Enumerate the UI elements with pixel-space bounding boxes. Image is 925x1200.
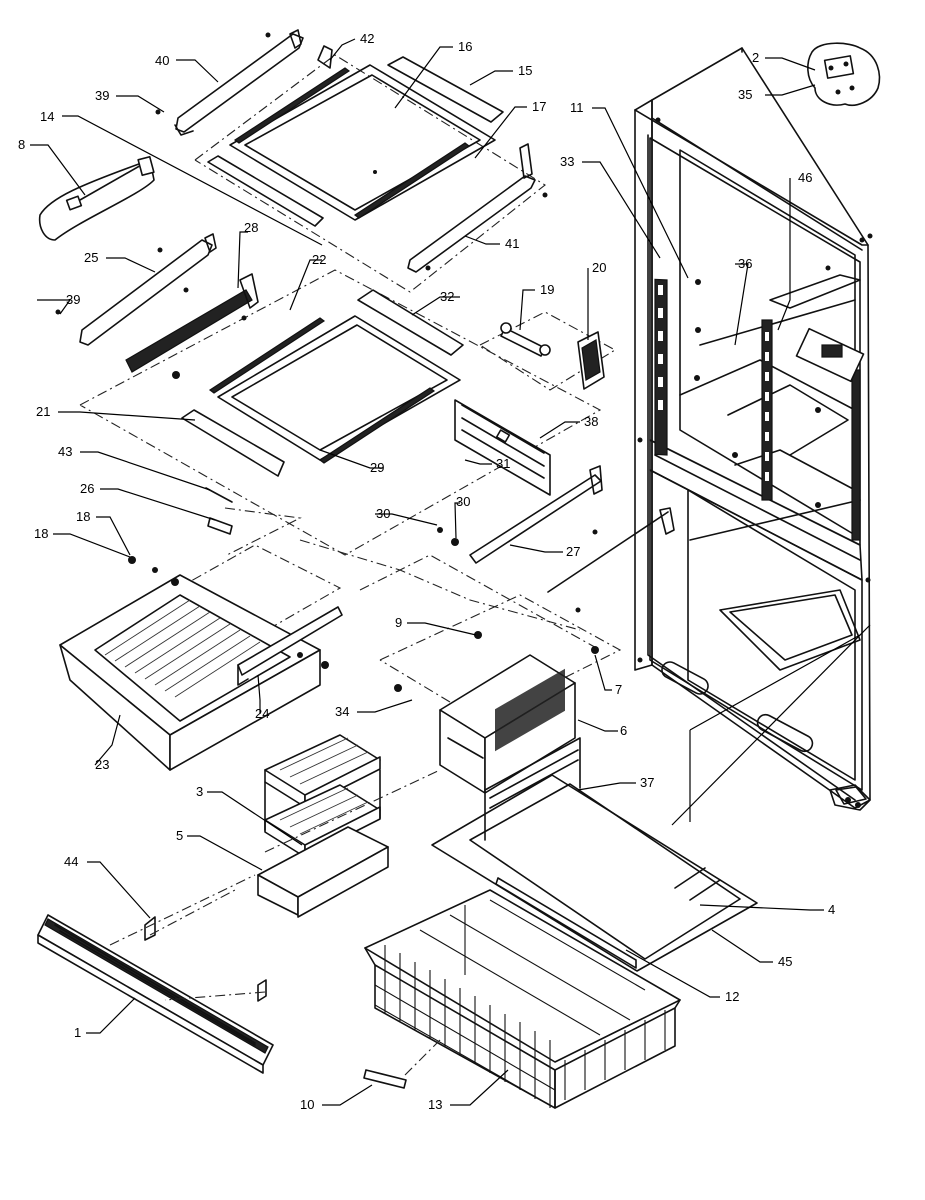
- callout-3: 3: [196, 784, 203, 799]
- callout-34: 34: [335, 704, 349, 719]
- callout-13: 13: [428, 1097, 442, 1112]
- callout-25: 25: [84, 250, 98, 265]
- callout-31: 31: [496, 456, 510, 471]
- callout-7: 7: [615, 682, 622, 697]
- callout-26: 26: [80, 481, 94, 496]
- callout-45: 45: [778, 954, 792, 969]
- callout-23: 23: [95, 757, 109, 772]
- callout-21: 21: [36, 404, 50, 419]
- callout-36: 36: [738, 256, 752, 271]
- callout-14: 14: [40, 109, 54, 124]
- callout-9: 9: [395, 615, 402, 630]
- callout-18-left: 18: [34, 526, 48, 541]
- callout-33: 33: [560, 154, 574, 169]
- part-13-wire-basket: [364, 889, 681, 1109]
- callout-30-left: 18: [76, 509, 90, 524]
- callout-39-mid: 39: [66, 292, 80, 307]
- callout-44: 44: [64, 854, 78, 869]
- callout-15: 15: [518, 63, 532, 78]
- upper-shelf-assembly: [155, 29, 548, 293]
- callout-20: 20: [592, 260, 606, 275]
- callout-43: 43: [58, 444, 72, 459]
- callout-37: 37: [640, 775, 654, 790]
- callout-41: 41: [505, 236, 519, 251]
- callout-19: 19: [540, 282, 554, 297]
- callout-30-right: 30: [456, 494, 470, 509]
- callout-35: 35: [738, 87, 752, 102]
- part-19-20-controls: [479, 311, 617, 391]
- callout-38: 38: [584, 414, 598, 429]
- part-2-hinge-detail: [807, 42, 881, 106]
- callout-46: 46: [798, 170, 812, 185]
- callout-16: 16: [458, 39, 472, 54]
- callout-27: 27: [566, 544, 580, 559]
- ice-tray-assembly: [257, 734, 389, 918]
- callout-39-top: 39: [95, 88, 109, 103]
- callout-8: 8: [18, 137, 25, 152]
- callout-11: 11: [570, 100, 584, 115]
- callout-42: 42: [360, 31, 374, 46]
- callout-10: 10: [300, 1097, 314, 1112]
- callout-4: 4: [828, 902, 835, 917]
- refrigerator-cabinet: [634, 47, 873, 811]
- callout-labels: 40 42 16 15 39 14 17 11 2 35 8 33 46 28 …: [18, 31, 835, 1112]
- callout-2: 2: [752, 50, 759, 65]
- callout-29: 29: [370, 460, 384, 475]
- freezer-shelf-assembly: [431, 737, 758, 972]
- crisper-drawer-assembly: [59, 465, 675, 771]
- assembly-center-lines: [109, 624, 871, 1076]
- part-10-clip: [363, 1069, 407, 1089]
- callout-leaders: [30, 38, 824, 1106]
- part-8-door-bin: [38, 155, 155, 241]
- callout-6: 6: [620, 723, 627, 738]
- callout-24: 24: [255, 706, 269, 721]
- callout-32: 32: [440, 289, 454, 304]
- callout-22: 22: [312, 252, 326, 267]
- callout-12: 12: [725, 989, 739, 1004]
- callout-40: 40: [155, 53, 169, 68]
- part-6-freezer-box: [379, 594, 622, 794]
- callout-28: 28: [244, 220, 258, 235]
- callout-17: 17: [532, 99, 546, 114]
- callout-1: 1: [74, 1025, 81, 1040]
- callout-5: 5: [176, 828, 183, 843]
- callout-18-right: 30: [376, 506, 390, 521]
- part-1-grille: [37, 914, 274, 1074]
- middle-shelf-assembly: [55, 233, 602, 556]
